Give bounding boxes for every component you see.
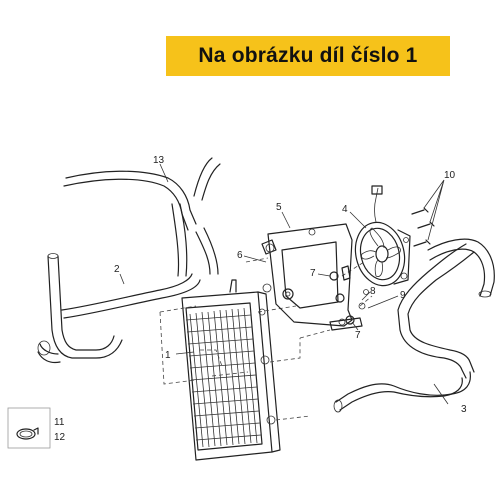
rubber-mounts-7-8: [282, 265, 369, 325]
callout-10: 10: [444, 170, 456, 181]
callout-8: 8: [370, 286, 376, 297]
part-number-banner: Na obrázku díl číslo 1: [166, 36, 450, 76]
callout-4: 4: [342, 204, 348, 215]
hose-13: [63, 157, 221, 277]
assembly-guide-lines: [159, 257, 373, 421]
clamp-parts-11-12: [7, 407, 51, 449]
cooling-fan-part-4: [354, 185, 411, 287]
banner-text: Na obrázku díl číslo 1: [198, 44, 418, 67]
radiator-part-1: [181, 279, 281, 461]
callout-7-lower: 7: [355, 330, 361, 341]
callout-12: 12: [54, 432, 66, 443]
callout-7-upper: 7: [310, 268, 316, 279]
callout-2: 2: [114, 264, 120, 275]
callout-13: 13: [153, 155, 165, 166]
hose-3: [333, 238, 495, 413]
callout-5: 5: [276, 202, 282, 213]
callout-6: 6: [237, 250, 243, 261]
screws-part-10: [411, 207, 435, 247]
callout-1: 1: [165, 350, 171, 361]
callout-9: 9: [400, 290, 406, 301]
callout-labels: 13 2 1 3 4 5 6 7 7 8 9 10 11 12: [54, 155, 467, 443]
callout-3: 3: [461, 404, 467, 415]
hose-2: [37, 253, 201, 364]
leader-lines: [119, 163, 449, 405]
callout-11: 11: [54, 417, 65, 428]
